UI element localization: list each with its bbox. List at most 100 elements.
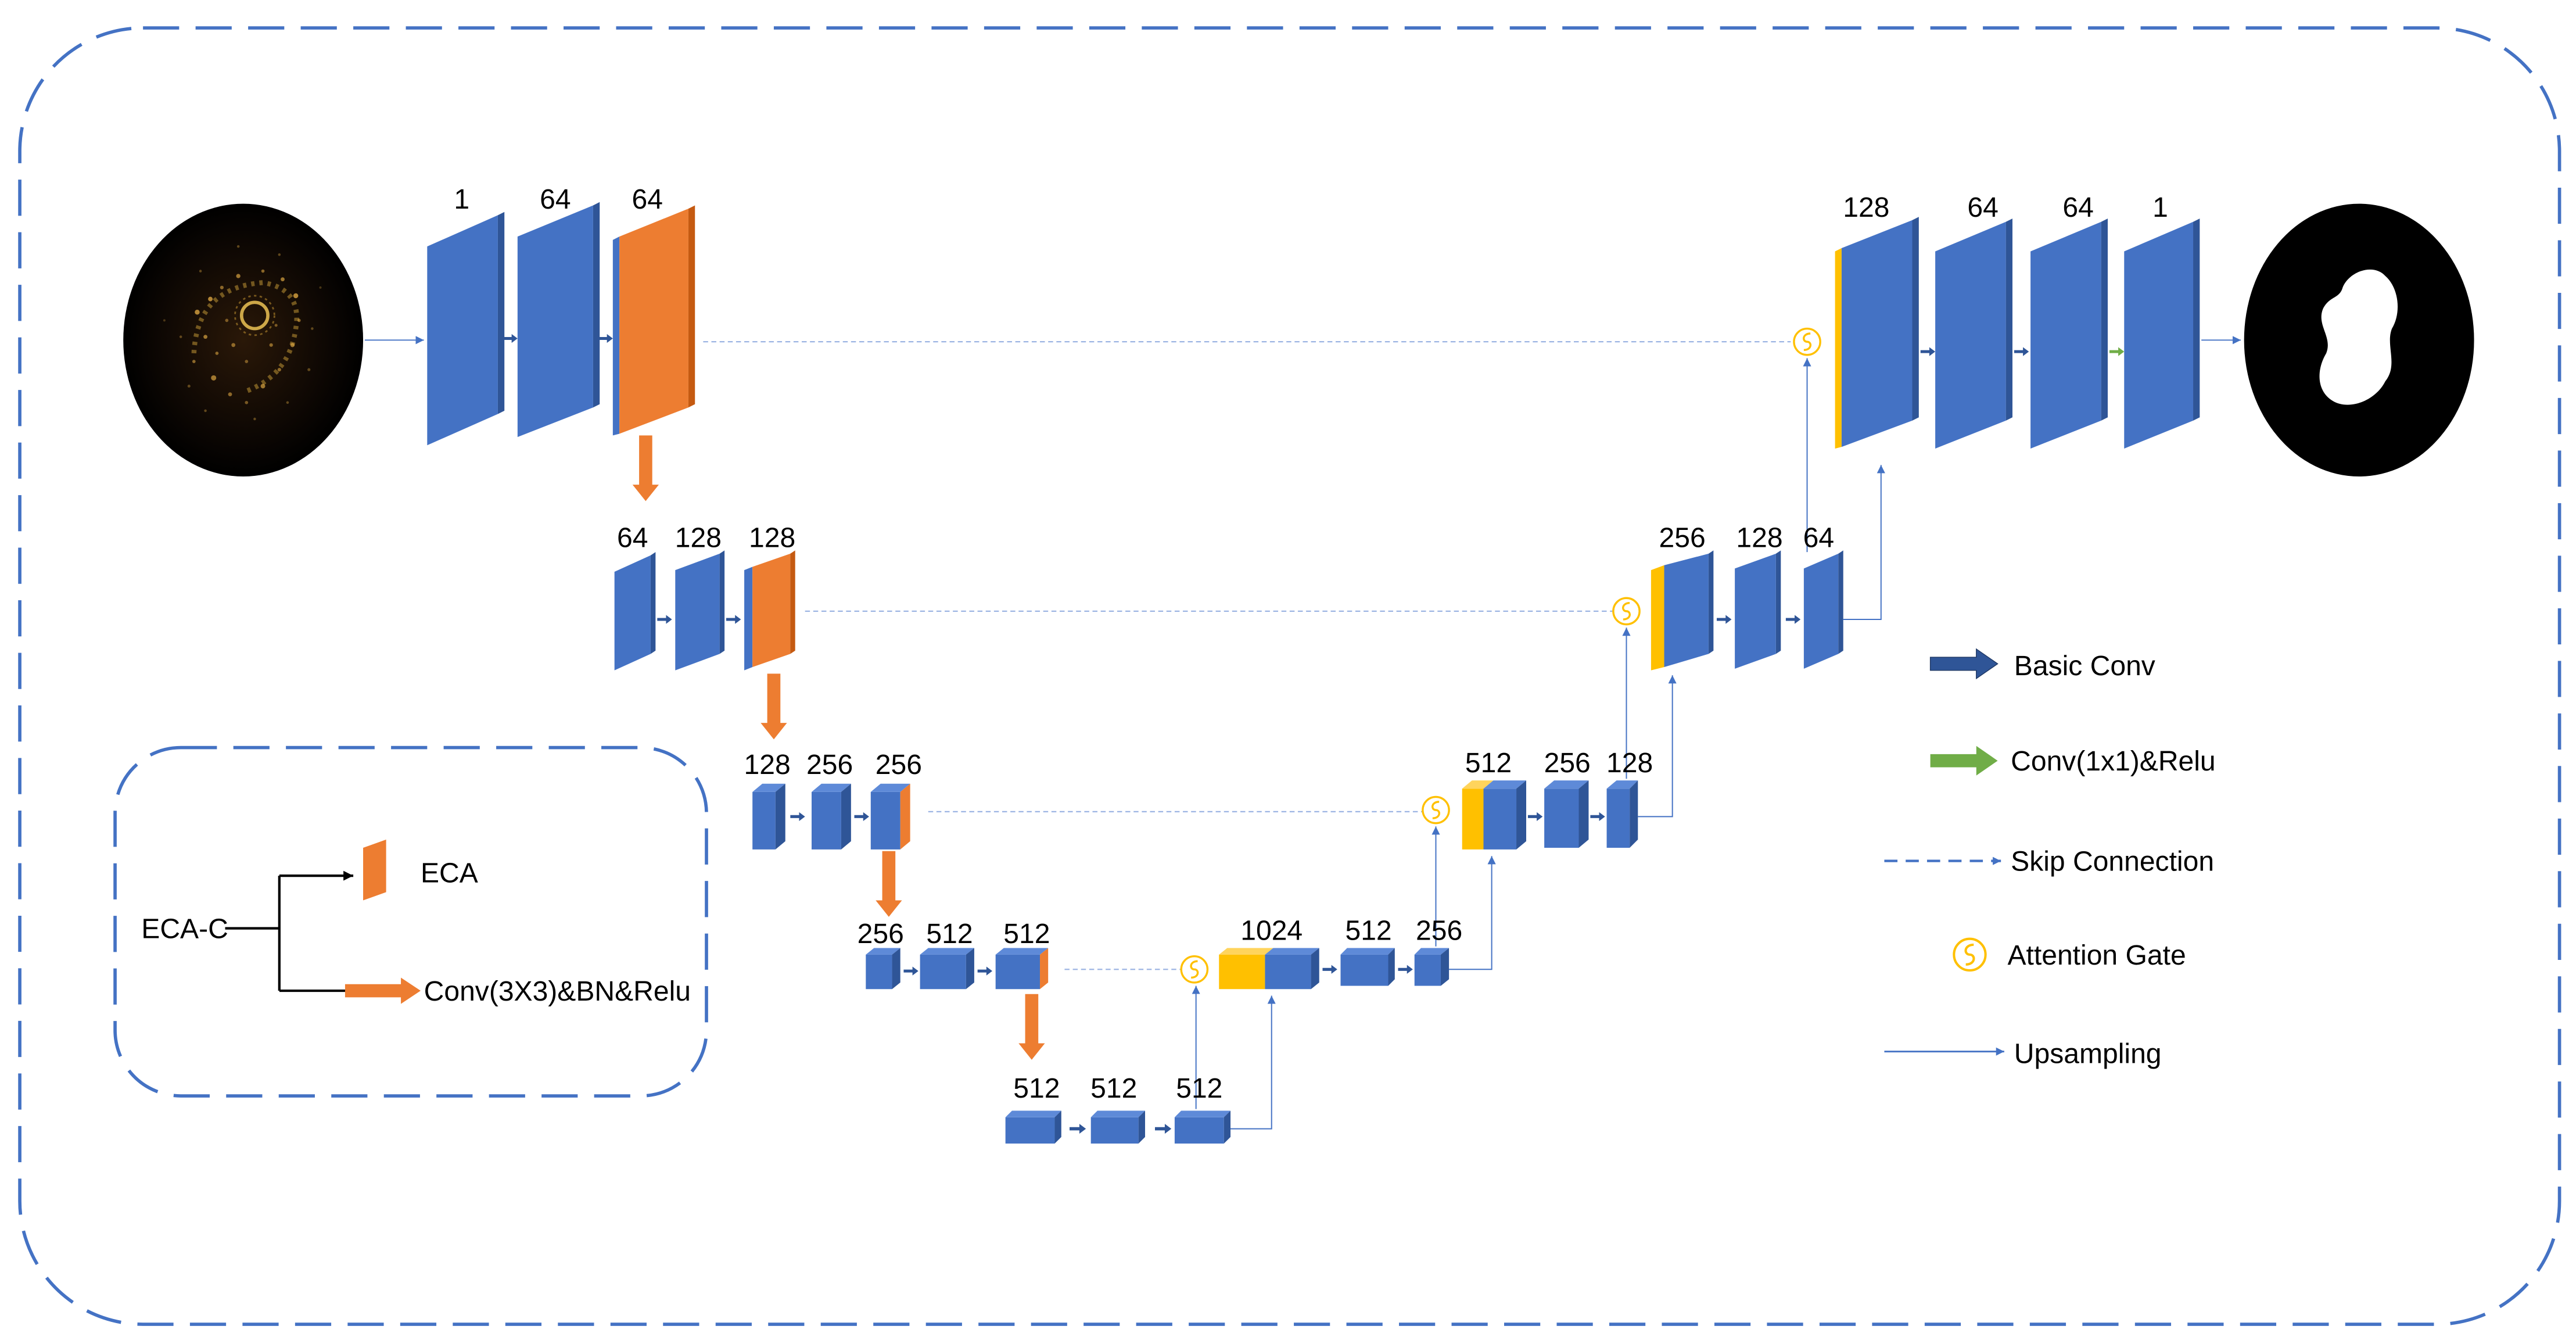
front-face	[1174, 1117, 1224, 1144]
basic-conv-arrow-icon	[1322, 965, 1337, 974]
top-face	[1414, 948, 1450, 955]
channel-label: 256	[876, 749, 922, 780]
front-face	[517, 205, 593, 438]
conv-block	[866, 948, 900, 990]
front-face	[614, 555, 651, 671]
side-face	[650, 552, 656, 654]
legend-label: Attention Gate	[2008, 940, 2186, 971]
basic-conv-arrow-icon	[503, 334, 518, 343]
conv-block	[1174, 1110, 1231, 1144]
front-face	[870, 791, 900, 850]
front-face	[1340, 954, 1389, 986]
front-face	[1090, 1117, 1139, 1144]
channel-label: 1	[454, 184, 469, 215]
channel-label: 512	[926, 918, 973, 949]
front-face	[1544, 789, 1579, 848]
basic-conv-arrow-icon	[2014, 347, 2029, 356]
channel-label: 256	[1416, 915, 1462, 946]
attention-top-face	[1462, 780, 1494, 789]
top-face	[870, 783, 910, 792]
input-image-background	[123, 203, 364, 477]
channel-label: 512	[1176, 1073, 1222, 1104]
top-face	[1005, 1110, 1061, 1117]
legend-label: Skip Connection	[2011, 846, 2214, 877]
encoder-level-1: 1 64 64	[427, 184, 695, 501]
channel-label: 512	[1003, 918, 1050, 949]
channel-label: 128	[744, 749, 791, 780]
conv-block	[2030, 218, 2108, 449]
front-face	[866, 954, 892, 990]
channel-label: 128	[749, 522, 795, 554]
side-face	[1775, 550, 1781, 654]
decoder-level-4: 1024 512 256	[1219, 915, 1462, 990]
top-face	[920, 948, 974, 955]
channel-label: 128	[675, 522, 722, 554]
conv-3x3-arrow-icon	[345, 977, 421, 1004]
top-face	[1340, 948, 1395, 955]
decoder-level-1: 128 64 64 1	[1835, 192, 2200, 449]
eca-c-inset: ECA-C ECA Conv(3X3)&BN&Relu	[113, 746, 708, 1098]
output-conv-block	[2124, 218, 2200, 449]
front-face	[1935, 221, 2006, 449]
top-face	[811, 783, 851, 792]
channel-label: 1	[2152, 192, 2168, 223]
channel-label: 512	[1345, 915, 1391, 946]
eca-icon	[363, 839, 386, 901]
legend-label: Upsampling	[2014, 1038, 2162, 1069]
eca-block	[612, 205, 695, 436]
side-face	[1440, 948, 1450, 986]
top-face	[752, 783, 785, 792]
top-face	[1265, 948, 1319, 955]
front-face	[811, 791, 841, 850]
basic-conv-arrow-icon	[1154, 1124, 1172, 1134]
basic-conv-arrow-icon	[1920, 347, 1936, 356]
side-face	[719, 550, 725, 654]
legend-label: Basic Conv	[2014, 650, 2155, 682]
basic-conv-arrow-icon	[1929, 648, 1999, 680]
output-segmentation-mask	[2244, 203, 2474, 477]
basic-conv-arrow-icon	[1398, 965, 1413, 974]
side-face	[1630, 780, 1638, 848]
channel-label: 64	[617, 522, 648, 554]
basic-conv-arrow-icon	[1069, 1124, 1086, 1134]
upsampling-line-bottom	[1230, 995, 1276, 1130]
side-face	[1040, 948, 1049, 990]
basic-conv-arrow-icon	[854, 812, 869, 821]
conv-block	[1606, 780, 1638, 848]
side-face	[1516, 780, 1527, 850]
upsampling-line-level-4	[1449, 856, 1496, 970]
front-face	[1483, 789, 1517, 850]
conv-block	[1935, 218, 2012, 449]
output-mask-region	[2319, 269, 2398, 405]
basic-conv-arrow-icon	[977, 966, 993, 976]
conv-block	[1090, 1110, 1145, 1144]
eca-c-down-arrow	[1018, 994, 1045, 1060]
top-face	[1544, 780, 1589, 789]
basic-conv-arrow-icon	[657, 615, 672, 624]
attention-part	[1462, 789, 1484, 850]
top-face	[1090, 1110, 1145, 1117]
front-face	[2030, 221, 2101, 449]
front-face	[1664, 553, 1709, 668]
conv-block	[920, 948, 974, 990]
side-face	[966, 948, 974, 990]
channel-label: 256	[806, 749, 853, 780]
side-face	[1311, 948, 1319, 990]
basic-conv-arrow-icon	[790, 812, 805, 821]
channel-label: 1024	[1240, 915, 1303, 946]
front-face	[1735, 553, 1776, 669]
attention-part	[1835, 248, 1842, 449]
conv-block	[675, 550, 725, 671]
side-face	[790, 550, 795, 654]
concat-block	[1835, 217, 1919, 449]
side-face	[1578, 780, 1589, 848]
side-face	[2193, 218, 2200, 421]
channel-label: 64	[1803, 522, 1834, 554]
channel-label: 64	[2062, 192, 2093, 223]
conv-block	[1544, 780, 1589, 848]
channel-label: 512	[1013, 1073, 1060, 1104]
legend-item-upsampling: Upsampling	[1884, 1038, 2162, 1069]
conv-block	[517, 202, 600, 438]
conv-block	[614, 552, 656, 671]
top-face	[1606, 780, 1638, 789]
